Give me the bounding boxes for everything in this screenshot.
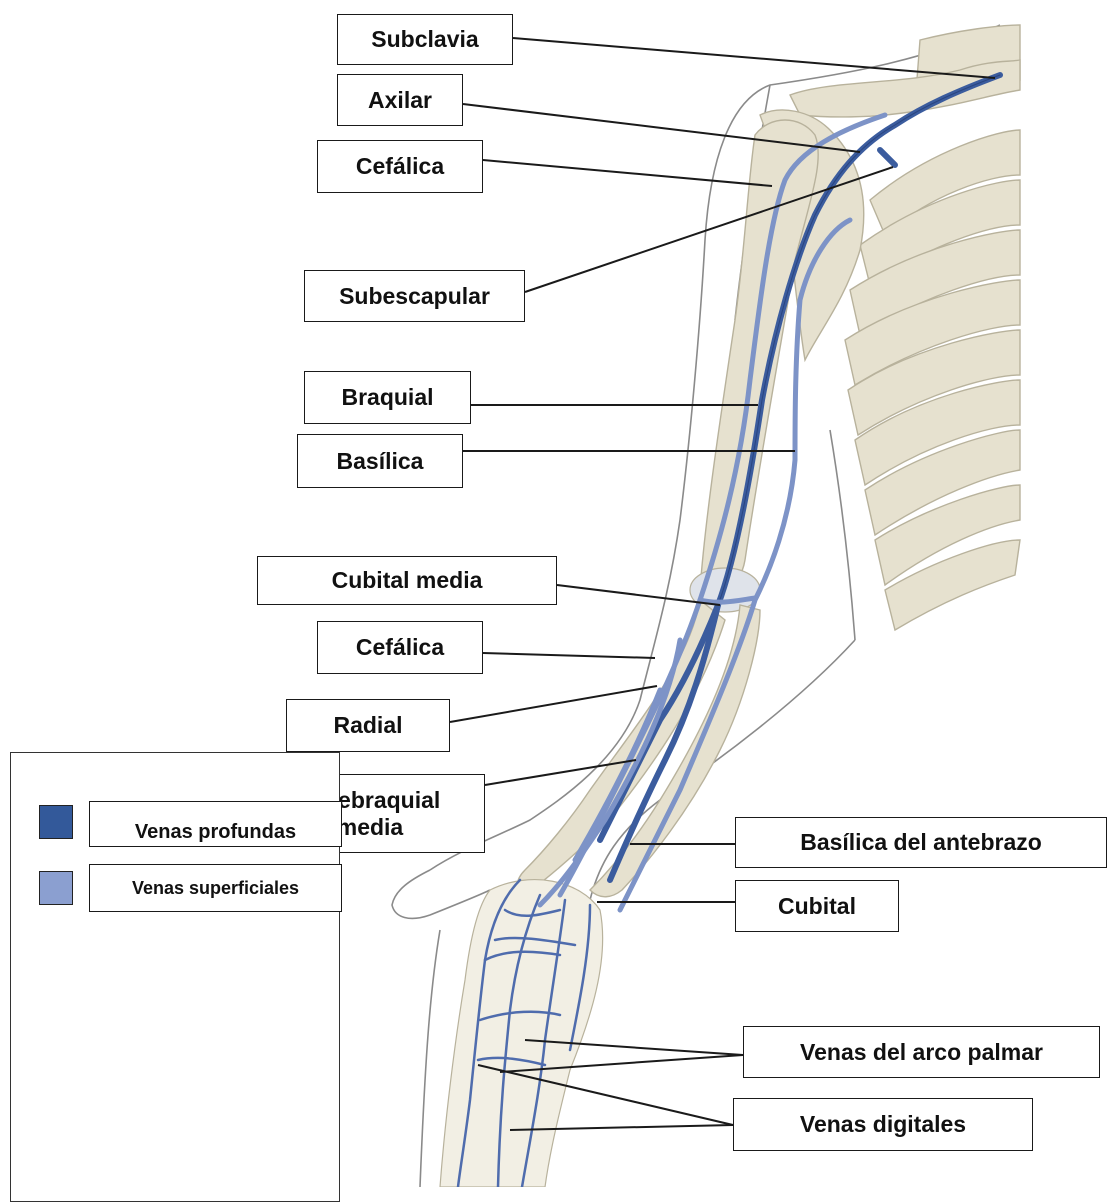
legend-label-deep: Venas profundas (89, 801, 342, 847)
label-braquial: Braquial (304, 371, 471, 424)
label-venas-arco-palmar: Venas del arco palmar (743, 1026, 1100, 1078)
clavicle (790, 60, 1020, 117)
label-cefalica-upper: Cefálica (317, 140, 483, 193)
label-venas-digitales: Venas digitales (733, 1098, 1033, 1151)
label-cefalica-lower: Cefálica (317, 621, 483, 674)
label-subclavia: Subclavia (337, 14, 513, 65)
label-antebraquial-line2: media (337, 814, 403, 840)
label-basilica-antebrazo: Basílica del antebrazo (735, 817, 1107, 868)
legend-swatch-deep (39, 805, 73, 839)
legend-label-superficial: Venas superficiales (89, 864, 342, 912)
label-basilica: Basílica (297, 434, 463, 488)
humerus (700, 120, 818, 594)
label-subescapular: Subescapular (304, 270, 525, 322)
label-axilar: Axilar (337, 74, 463, 126)
legend-swatch-superficial (39, 871, 73, 905)
legend: Venas profundas Venas superficiales (10, 752, 340, 1202)
label-cubital: Cubital (735, 880, 899, 932)
label-radial: Radial (286, 699, 450, 752)
label-cubital-media: Cubital media (257, 556, 557, 605)
